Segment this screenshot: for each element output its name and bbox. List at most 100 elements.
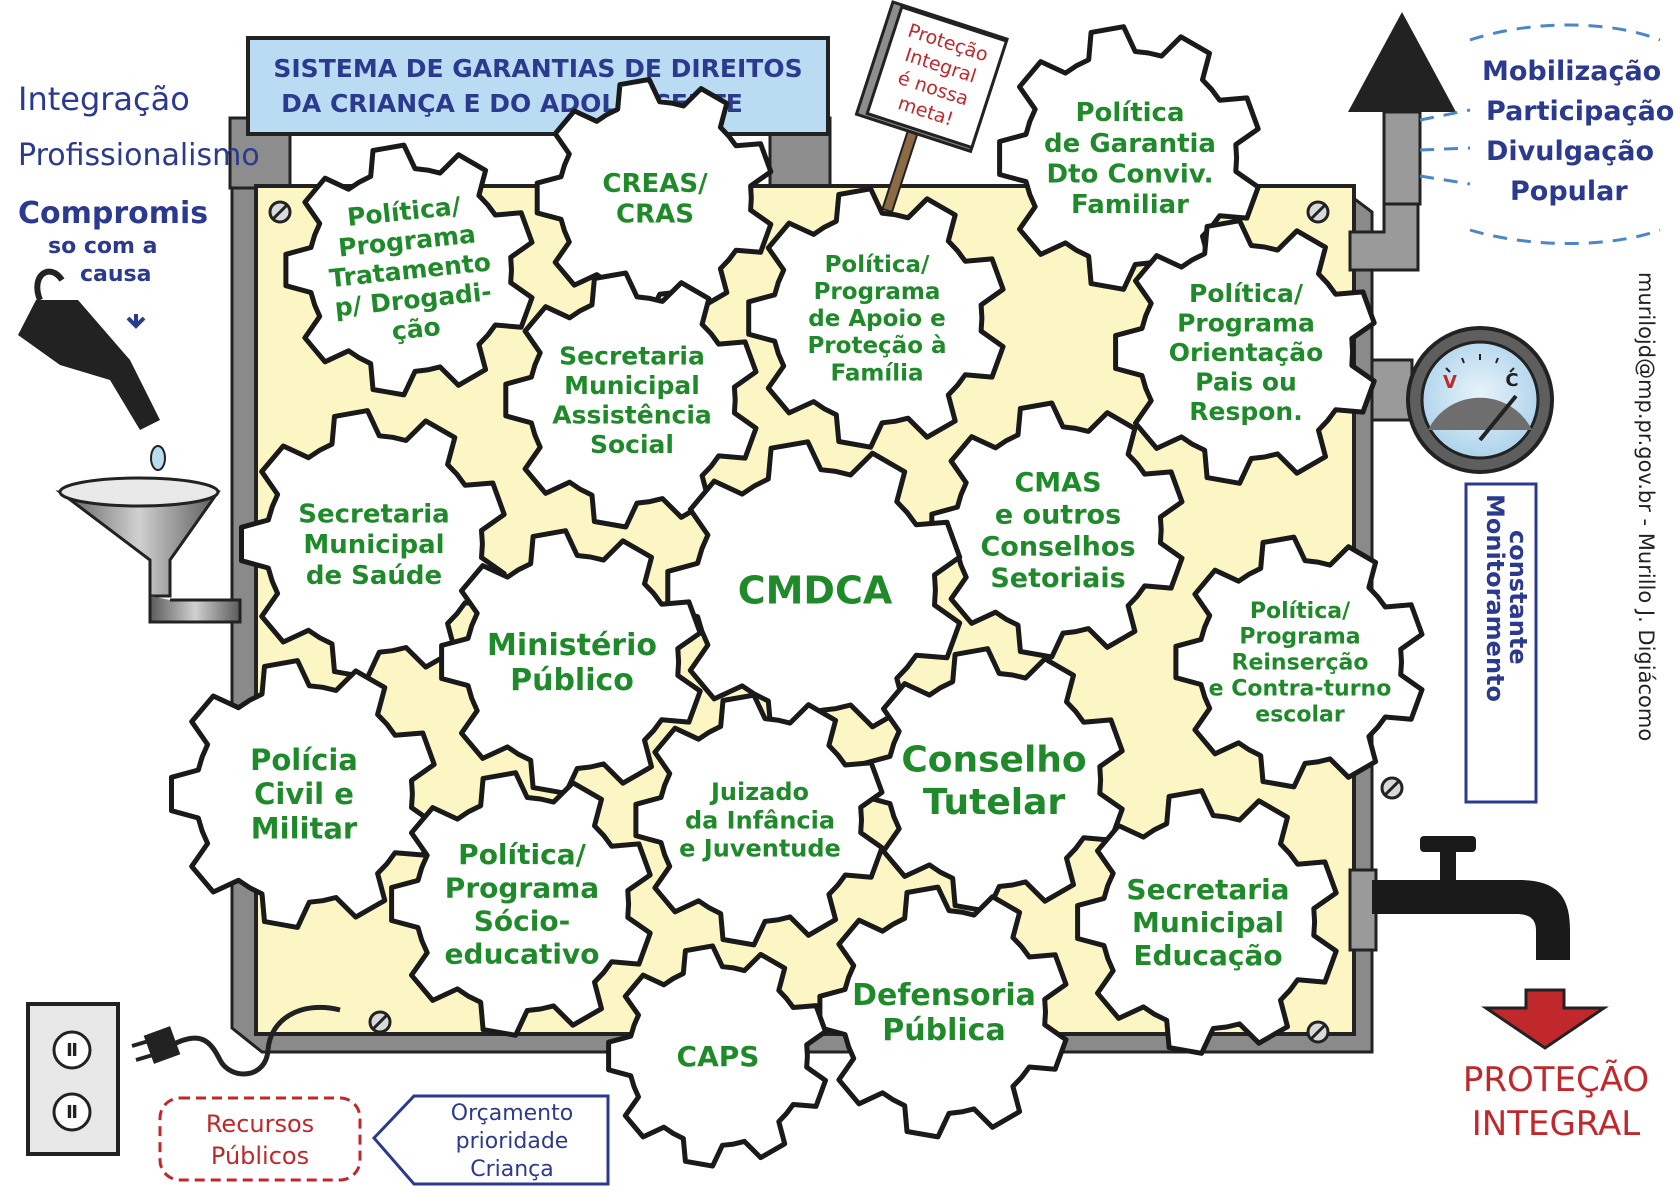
gear-label-line: escolar	[1255, 703, 1345, 728]
gear-label: CAPS	[677, 1040, 760, 1073]
output-line2: INTEGRAL	[1471, 1104, 1641, 1144]
value-popular: Popular	[1510, 176, 1628, 207]
gear-icon	[389, 770, 653, 1038]
gear-label-line: Municipal	[303, 530, 444, 560]
gear-label-line: Pública	[882, 1013, 1005, 1048]
pressure-gauge: V C	[1370, 326, 1554, 474]
gear-icon	[439, 528, 703, 796]
monitoring-box: Monitoramento constante	[1464, 482, 1538, 804]
faucet-icon	[1348, 836, 1570, 960]
power-cord	[131, 1004, 341, 1077]
gear-label-line: Militar	[251, 811, 358, 845]
budget-line2: prioridade	[456, 1129, 569, 1154]
down-arrow-icon	[1481, 988, 1609, 1050]
gear-label-line: CRAS	[616, 199, 694, 229]
gear-label-line: Civil e	[254, 777, 354, 811]
gear-label-line: Política	[1075, 98, 1184, 128]
gear-label-line: Juizado	[709, 778, 809, 806]
gear-label-line: de Saúde	[306, 561, 442, 591]
gear-label-line: CMDCA	[738, 568, 893, 612]
gear-label-line: de Garantia	[1044, 129, 1216, 159]
gear-label-line: Política/	[1250, 599, 1351, 624]
gear-label-line: CAPS	[677, 1040, 760, 1073]
gear-label-line: Ministério	[487, 628, 657, 663]
gear-label-line: Secretaria	[298, 499, 449, 529]
banner-title-line1: SISTEMA DE GARANTIAS DE DIREITOS	[273, 54, 802, 83]
resources-line2: Públicos	[211, 1142, 309, 1170]
socket-plug1: Ⅱ	[66, 1040, 78, 1061]
gear-label-line: Programa	[445, 871, 599, 904]
credit-text: murilojd@mp.pr.gov.br - Murillo J. Digiá…	[1634, 272, 1658, 742]
resources-label: Recursos Públicos	[158, 1096, 362, 1182]
value-divulgacao: Divulgação	[1486, 136, 1655, 167]
budget-line3: Criança	[470, 1157, 554, 1182]
gear-label-line: Conselhos	[980, 531, 1135, 562]
gear-label-line: Respon.	[1189, 397, 1302, 426]
gear-label-line: Secretaria	[1126, 873, 1289, 906]
gear-label-line: de Apoio e	[808, 306, 945, 332]
value-compromisso-c: causa	[80, 262, 152, 287]
gear-label-line: da Infância	[685, 806, 835, 834]
gear-label-line: Secretaria	[559, 342, 705, 371]
gear-icon	[633, 692, 885, 948]
gear-label-line: Municipal	[564, 371, 700, 400]
gear-label-line: Política/	[1189, 279, 1304, 308]
gear-icon	[534, 76, 774, 320]
socket-plug2: Ⅱ	[66, 1102, 78, 1123]
exhaust-pipe	[1348, 110, 1422, 272]
speech-lines	[1419, 23, 1661, 245]
gear-label-line: Proteção à	[807, 333, 946, 359]
gear-icon	[169, 658, 437, 930]
gear-label-line: Programa	[1177, 308, 1315, 337]
gear-label-line: Polícia	[250, 743, 358, 777]
gauge-right-mark: C	[1505, 370, 1518, 391]
value-participacao: Participação	[1486, 96, 1675, 127]
gear-label-line: Setoriais	[990, 563, 1125, 594]
gear-label-line: Municipal	[1132, 906, 1284, 939]
gear-icon	[1173, 534, 1425, 790]
gauge-left-mark: V	[1443, 372, 1457, 393]
gear-icon	[746, 186, 1006, 450]
protest-sign: Proteção Integral é nossa meta!	[854, 0, 1009, 214]
gear-icon	[1075, 788, 1339, 1056]
gear-label-line: Programa	[1239, 625, 1360, 650]
gear-label-line: e outros	[995, 500, 1121, 531]
output-label: PROTEÇÃO INTEGRAL	[1436, 1058, 1676, 1146]
resources-line1: Recursos	[206, 1110, 314, 1138]
value-compromisso-a: Compromis	[18, 196, 209, 231]
gear-icon	[283, 142, 535, 398]
gear-label-line: Educação	[1133, 939, 1282, 972]
gear-label-line: Conselho	[901, 739, 1086, 780]
funnel-icon	[55, 314, 242, 624]
gear-label-line: Política/	[458, 838, 586, 871]
title-banner: SISTEMA DE GARANTIAS DE DIREITOS DA CRIA…	[228, 36, 832, 190]
gear-label-line: e Contra-turno	[1209, 677, 1392, 702]
gear-label-line: CMAS	[1014, 468, 1101, 499]
right-values-box: Mobilização Participação Divulgação Popu…	[1466, 44, 1674, 228]
power-socket: Ⅱ Ⅱ	[26, 1002, 120, 1156]
gears-layer: Política/ProgramaTratamentop/ Drogadi-çã…	[169, 24, 1425, 1169]
gear-label-line: e Juventude	[679, 835, 841, 863]
gear-label: CMDCA	[738, 568, 893, 612]
